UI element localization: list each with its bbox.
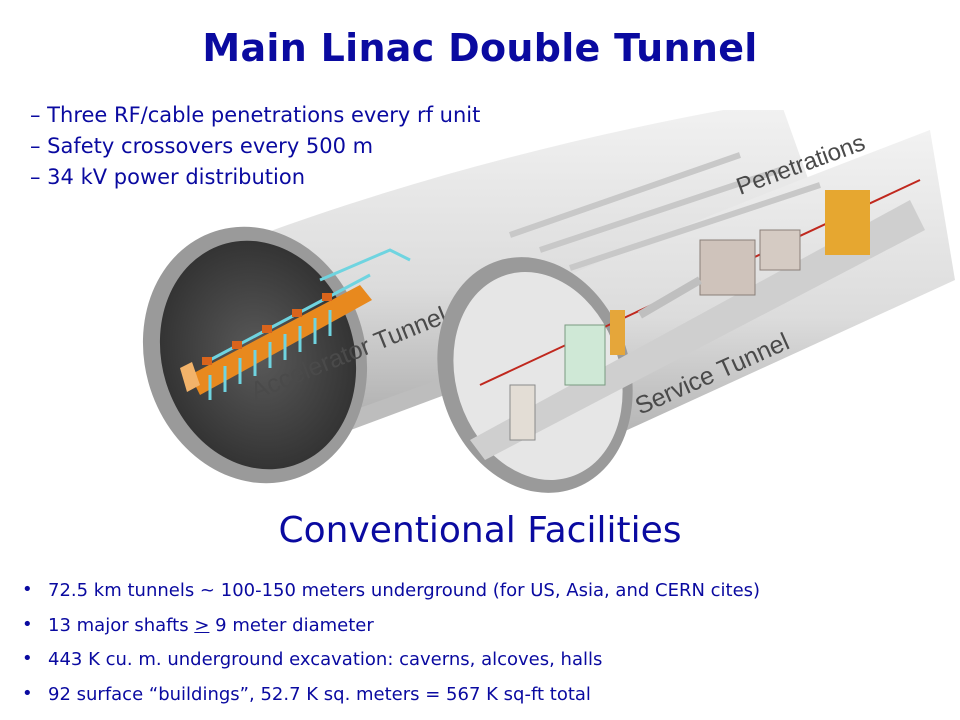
- bullet-tunnels-text: 72.5 km tunnels ~ 100-150 meters undergr…: [48, 580, 761, 601]
- bullet-tunnels: • 72.5 km tunnels ~ 100-150 meters under…: [22, 579, 761, 615]
- bullet-shafts-text-post: 9 meter diameter: [209, 614, 374, 636]
- bullet-shafts-symbol: >: [194, 614, 210, 636]
- bullet-dot: •: [22, 682, 33, 704]
- top-points-list: – Three RF/cable penetrations every rf u…: [30, 100, 480, 193]
- top-point-penetrations: – Three RF/cable penetrations every rf u…: [30, 103, 481, 127]
- bullet-dot: •: [22, 579, 33, 600]
- bullet-dot: •: [22, 613, 33, 635]
- bullet-dot: •: [22, 648, 33, 669]
- bullet-excavation-text: 443 K cu. m. underground excavation: cav…: [48, 649, 603, 670]
- page-title: Main Linac Double Tunnel: [202, 26, 758, 70]
- bullet-buildings: • 92 surface “buildings”, 52.7 K sq. met…: [22, 682, 760, 719]
- service-tunnel: Service Tunnel: [437, 130, 955, 493]
- top-point-crossovers: – Safety crossovers every 500 m: [30, 134, 374, 158]
- bullet-buildings-text: 92 surface “buildings”, 52.7 K sq. meter…: [48, 683, 591, 705]
- penetration-pipes: [509, 152, 821, 271]
- bullet-excavation: • 443 K cu. m. underground excavation: c…: [22, 648, 760, 684]
- facilities-bullet-list: • 72.5 km tunnels ~ 100-150 meters under…: [22, 579, 761, 719]
- bullet-shafts-text-pre: 13 major shafts: [48, 614, 195, 636]
- bullet-shafts: • 13 major shafts > 9 meter diameter: [22, 613, 760, 650]
- top-point-power: – 34 kV power distribution: [30, 165, 306, 189]
- double-tunnel-illustration: Accelerator Tunnel Service Tunnel Penetr…: [142, 110, 955, 493]
- section-heading: Conventional Facilities: [278, 510, 682, 551]
